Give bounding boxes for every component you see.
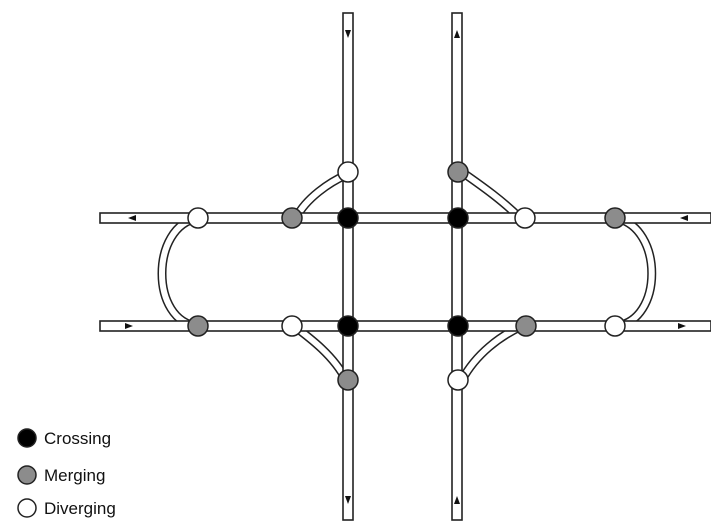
legend-merging-label: Merging xyxy=(44,466,105,485)
ramps xyxy=(157,168,657,383)
arrow-right-icon xyxy=(125,323,133,329)
legend-merging-swatch xyxy=(17,465,37,485)
east-loop-ramp-outline xyxy=(613,213,657,331)
arrow-left-icon xyxy=(128,215,136,221)
diverging-point xyxy=(604,315,626,337)
arrow-down-icon xyxy=(345,30,351,38)
merging-point xyxy=(187,315,209,337)
crossing-point xyxy=(337,207,359,229)
legend: Crossing Merging Diverging xyxy=(17,428,116,518)
arrow-up-icon xyxy=(454,30,460,38)
crossing-point xyxy=(447,315,469,337)
legend-crossing-swatch xyxy=(17,428,37,448)
bottom-right-connector-outline xyxy=(458,321,524,383)
conflict-points xyxy=(187,161,626,391)
merging-point xyxy=(604,207,626,229)
merging-point xyxy=(515,315,537,337)
legend-diverging-label: Diverging xyxy=(44,499,116,518)
arrow-down-icon xyxy=(345,496,351,504)
direction-arrows xyxy=(125,30,688,504)
crossing-point xyxy=(337,315,359,337)
diverging-point xyxy=(281,315,303,337)
diverging-point xyxy=(447,369,469,391)
left-vertical-road xyxy=(342,12,354,521)
merging-point xyxy=(337,369,359,391)
west-loop-ramp-outline xyxy=(157,213,200,331)
legend-diverging-swatch xyxy=(17,498,37,518)
arrow-right-icon xyxy=(678,323,686,329)
crossing-point xyxy=(447,207,469,229)
upper-horizontal-road xyxy=(99,212,711,224)
arrow-left-icon xyxy=(680,215,688,221)
right-vertical-road xyxy=(451,12,463,521)
diverging-point xyxy=(514,207,536,229)
merging-point xyxy=(447,161,469,183)
top-right-connector-fill xyxy=(460,169,523,221)
arrow-up-icon xyxy=(454,496,460,504)
diverging-point xyxy=(337,161,359,183)
legend-crossing-label: Crossing xyxy=(44,429,111,448)
main-roads xyxy=(99,12,711,521)
diverging-point xyxy=(187,207,209,229)
lower-horizontal-road xyxy=(99,320,711,332)
merging-point xyxy=(281,207,303,229)
